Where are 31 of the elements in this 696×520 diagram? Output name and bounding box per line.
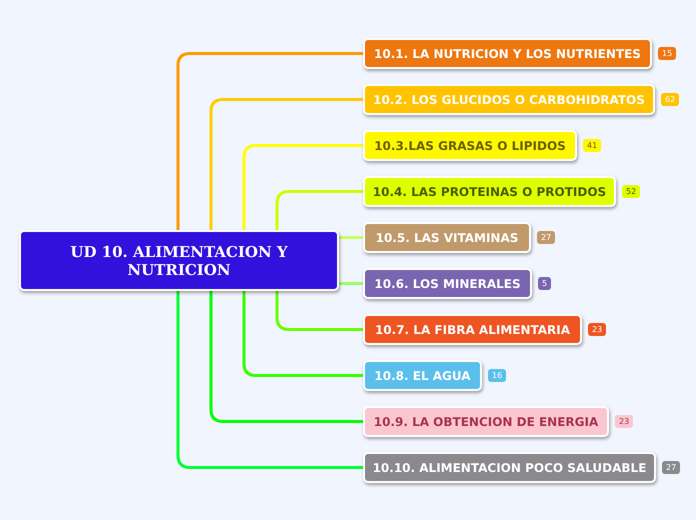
topic-box: 10.7. LA FIBRA ALIMENTARIA xyxy=(363,314,582,345)
connector-line xyxy=(210,98,364,232)
count-badge: 52 xyxy=(622,184,640,198)
topic-box: 10.9. LA OBTENCION DE ENERGIA xyxy=(363,406,609,437)
topic-box: 10.8. EL AGUA xyxy=(363,360,482,391)
count-badge: 27 xyxy=(662,460,680,474)
topic-box: 10.1. LA NUTRICION Y LOS NUTRIENTES xyxy=(363,38,652,69)
count-badge: 41 xyxy=(583,138,602,152)
topic-box: 10.4. LAS PROTEINAS O PROTIDOS xyxy=(363,176,616,207)
count-badge: 62 xyxy=(661,92,680,106)
count-badge: 16 xyxy=(488,368,506,382)
topic-box: 10.10. ALIMENTACION POCO SALUDABLE xyxy=(363,452,656,483)
central-topic-box: UD 10. ALIMENTACION Y NUTRICION xyxy=(19,230,339,291)
count-badge: 5 xyxy=(538,276,552,290)
topic-box: 10.3.LAS GRASAS O LIPIDOS xyxy=(363,130,577,161)
topic-box: 10.6. LOS MINERALES xyxy=(363,268,532,299)
topic-box: 10.2. LOS GLUCIDOS O CARBOHIDRATOS xyxy=(363,84,655,115)
connector-line xyxy=(176,290,364,469)
connector-line xyxy=(338,236,364,239)
connector-line xyxy=(210,290,364,423)
topic-box: 10.5. LAS VITAMINAS xyxy=(363,222,531,253)
count-badge: 27 xyxy=(537,230,556,244)
count-badge: 23 xyxy=(588,322,606,336)
connector-line xyxy=(276,190,364,232)
connector-line xyxy=(276,290,364,331)
connector-line xyxy=(176,52,364,232)
connector-line xyxy=(242,290,364,377)
connector-line xyxy=(338,282,364,285)
count-badge: 15 xyxy=(658,46,676,60)
connector-line xyxy=(242,144,364,232)
count-badge: 23 xyxy=(615,414,634,428)
